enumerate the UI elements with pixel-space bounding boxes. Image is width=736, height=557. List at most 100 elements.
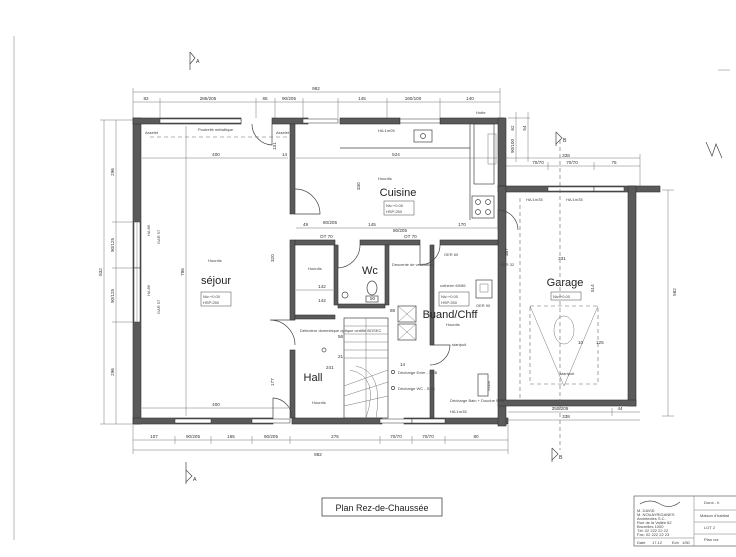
wall-sejour-hall-lower xyxy=(289,349,296,419)
wc-fixtures xyxy=(341,280,379,303)
room-sejour-niv: Niv:+0.00 xyxy=(203,294,221,299)
room-garage-tag xyxy=(550,291,582,301)
decharge-1: Décharge Evier - SDB xyxy=(398,370,438,375)
room-labels: séjour Niv:+0.00 HSP:250 Cuisine Niv:+0.… xyxy=(200,187,583,384)
room-hall-name: Hall xyxy=(304,372,323,384)
asselet-right: Asselet xyxy=(276,130,290,135)
door-cuisine-sejour xyxy=(294,188,321,215)
vidoir-box xyxy=(477,373,489,397)
title-block-line-1: LOT 2 xyxy=(704,525,716,530)
int-dim-1: 14 xyxy=(282,152,288,157)
left-dim-3: 296 xyxy=(110,368,115,376)
int-dim-26: OT 70 xyxy=(404,234,417,239)
top-dimension-chain: 982 82 285/205 65 90/205 145 160/100 140 xyxy=(132,86,501,118)
wall-cuisine-south-right xyxy=(439,239,499,246)
staircase xyxy=(343,317,389,419)
right-total-dim: 582 xyxy=(672,288,677,296)
int-dim-6: 177 xyxy=(270,378,275,386)
oer-label-3: OER 90 xyxy=(476,303,491,308)
wall-south-middle xyxy=(291,417,383,425)
bottom-dim-4: 275 xyxy=(331,434,339,439)
int-dim-16: 331 xyxy=(558,256,566,261)
int-dim-23: 56 xyxy=(338,334,344,339)
mur-bas-label: 3 xyxy=(634,394,637,399)
int-dim-21: 14 xyxy=(400,362,406,367)
room-buand-hsp: HSP:250 xyxy=(441,300,458,305)
startpuit-label-2: startpuit xyxy=(560,371,575,376)
top-dim-1: 285/205 xyxy=(200,96,217,101)
garage-car xyxy=(529,305,599,387)
kitchen-sink xyxy=(413,129,433,143)
detecteur-label: Détecteur domestique optique certifié BO… xyxy=(300,328,381,333)
ha-garage-1: HA:1m35 xyxy=(526,197,543,202)
section-b-bottom: B xyxy=(559,455,563,461)
wall-wc-west xyxy=(333,244,339,306)
wall-garage-east xyxy=(627,185,637,407)
bottom-dim-7: 80 xyxy=(473,434,479,439)
title-scale-value: 1/50 xyxy=(682,540,691,545)
doors xyxy=(251,123,519,419)
title-block: Duroi - h Maison d'habitat LOT 2 Plan re… xyxy=(633,495,736,547)
top-dim-6: 140 xyxy=(466,96,474,101)
wall-wc-east xyxy=(384,244,390,306)
int-dim-12: 80/205 xyxy=(323,220,337,225)
buanderie-fixtures: Vidoir xyxy=(397,279,493,397)
room-cuisine-niv: Niv:+0.00 xyxy=(386,203,404,208)
decharge-icon-1 xyxy=(391,370,395,374)
ha-cuisine-label: HA:1m05 xyxy=(378,128,395,133)
hourdis-hall: Hourdis xyxy=(312,400,326,405)
detecteur-icon xyxy=(321,347,327,353)
int-dim-20: 241 xyxy=(326,365,334,370)
garage-top-dimensions: 338 70/70 70/70 75 xyxy=(499,153,641,186)
room-sejour-name: séjour xyxy=(201,275,231,287)
vidoir-label: Vidoir xyxy=(486,380,491,391)
cooktop xyxy=(471,195,495,219)
title-left-3: Rue de la Vallée 62 xyxy=(637,520,672,525)
right-dim-0: 62 xyxy=(510,125,515,131)
int-dim-18: 10 xyxy=(578,340,584,345)
wall-wc-south xyxy=(337,303,386,309)
room-sejour-hsp: HSP:250 xyxy=(203,300,220,305)
wall-garage-west xyxy=(497,185,507,427)
int-dim-4: 400 xyxy=(212,402,220,407)
room-wc-name: Wc xyxy=(362,265,378,277)
title-block-subtitle: Maison d'habitat xyxy=(700,513,730,518)
bottom-dim-5: 70/70 xyxy=(390,434,402,439)
plan-title: Plan Rez-de-Chaussée xyxy=(335,503,428,513)
hourdis-buand: Hourdis xyxy=(446,322,460,327)
wall-north-right xyxy=(439,117,505,125)
top-total-dim: 982 xyxy=(312,86,320,91)
title-left-1: M. NOUAYRIGANES xyxy=(637,512,675,517)
gar-label-1: GAR 57 xyxy=(156,229,161,244)
hotte-label: Hotte xyxy=(476,110,486,115)
garage-top-dim-2: 75 xyxy=(611,160,617,165)
interior-dimensions: 400 14 524 786 400 320 177 131 330 145 1… xyxy=(142,126,604,416)
garage-top-total: 338 xyxy=(562,153,570,158)
room-cuisine-name: Cuisine xyxy=(380,187,417,199)
title-date-label: Date xyxy=(637,540,646,545)
annotations: Asselet Asselet Poutrelle métallique HA:… xyxy=(145,127,637,414)
cotherm-label: cotherm 69/86 xyxy=(440,283,466,288)
int-dim-9: 145 xyxy=(368,222,376,227)
right-dim-1: 90/100 xyxy=(510,139,515,153)
wall-garage-south xyxy=(497,399,637,407)
wall-north-middle xyxy=(271,117,309,125)
poutrelle-label: Poutrelle métallique xyxy=(198,127,234,132)
room-garage-niv: Niv:+0.00 xyxy=(553,294,571,299)
wall-buand-west-lower xyxy=(429,369,435,419)
room-cuisine-tag xyxy=(383,200,415,216)
room-cuisine-hsp: HSP:250 xyxy=(386,209,403,214)
descente-label: Descente de ventilation xyxy=(392,262,434,267)
garage-top-dim-1: 70/70 xyxy=(566,160,578,165)
door-north xyxy=(251,123,273,146)
room-buand-niv: Niv:+0.00 xyxy=(441,294,459,299)
left-dim-1: 90/125 xyxy=(110,238,115,252)
title-block-line-2: Plan rez xyxy=(704,537,719,542)
title-date-value: 17.12 xyxy=(652,540,663,545)
title-left-2: Architectes S.C. xyxy=(637,516,666,521)
title-left-0: M. DAVID xyxy=(637,508,655,513)
int-dim-11: 49 xyxy=(303,222,309,227)
oer-label-1: OER 60 xyxy=(444,252,459,257)
wall-north-cuisine xyxy=(339,117,401,125)
